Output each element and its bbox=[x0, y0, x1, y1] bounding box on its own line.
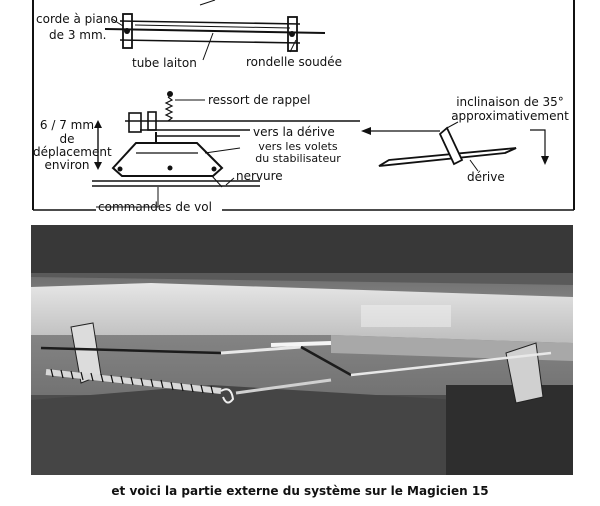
label-ressort: ressort de rappel bbox=[208, 93, 311, 107]
label-tube-laiton: tube laiton bbox=[132, 56, 197, 70]
tube-assembly bbox=[104, 0, 326, 61]
fin-sketch bbox=[378, 121, 549, 172]
mechanism-photo bbox=[31, 225, 573, 475]
label-commandes-de-vol: commandes de vol bbox=[98, 200, 212, 214]
photo-caption: et voici la partie externe du système su… bbox=[111, 484, 489, 498]
label-corde-piano-size: de 3 mm. bbox=[49, 28, 107, 42]
label-deplacement-4: environ bbox=[44, 158, 90, 172]
control-diagram: corde à piano de 3 mm. tube laiton ronde… bbox=[0, 0, 600, 215]
label-vers-volets-2: du stabilisateur bbox=[255, 152, 341, 165]
label-nervure: nervure bbox=[236, 169, 283, 183]
label-vers-derive: vers la dérive bbox=[253, 125, 335, 139]
label-inclinaison-1: inclinaison de 35° bbox=[456, 95, 564, 109]
label-derive: dérive bbox=[467, 170, 505, 184]
label-corde-piano: corde à piano bbox=[36, 12, 118, 26]
label-deplacement-2: de bbox=[59, 132, 75, 146]
lever-mechanism bbox=[92, 91, 360, 208]
label-inclinaison-2: approximativement bbox=[451, 109, 569, 123]
label-deplacement-3: déplacement bbox=[33, 145, 112, 159]
diagram-drawing bbox=[32, 0, 575, 211]
label-vers-volets-1: vers les volets bbox=[258, 140, 338, 153]
label-rondelle-soudee: rondelle soudée bbox=[246, 55, 343, 69]
photo-mechanism-icon bbox=[31, 225, 573, 475]
label-deplacement-1: 6 / 7 mm bbox=[39, 118, 95, 132]
